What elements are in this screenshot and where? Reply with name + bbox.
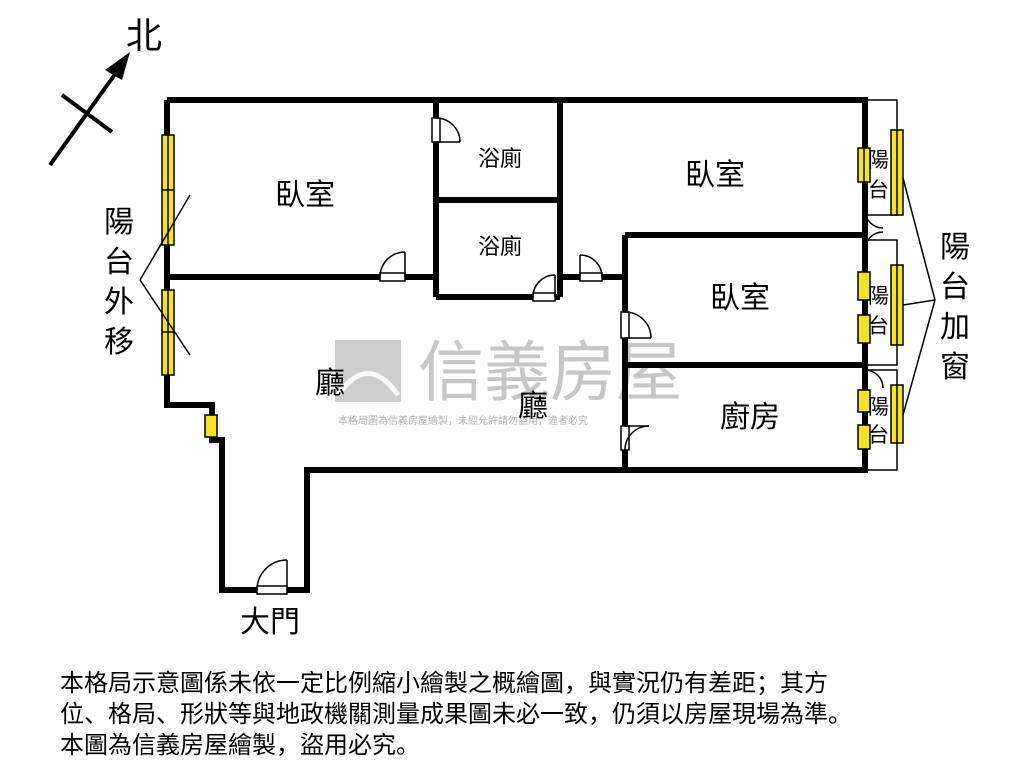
watermark: 信義房屋 本格局圖為信義房屋繪製，未經允許請勿盜用，違者必究: [335, 334, 682, 427]
balcony-middle-char-2: 台: [868, 314, 889, 338]
balcony-lower-char-2: 台: [868, 423, 889, 447]
window-entry: [204, 414, 218, 438]
room-bathroom-lower: 浴廁: [478, 235, 522, 260]
note-moved-out-char-3: 外: [104, 285, 134, 320]
window-left-bottom: [161, 289, 175, 376]
disclaimer-line-1: 本格局示意圖係未依一定比例縮小繪製之概繪圖，與實況仍有差距；其方: [60, 669, 828, 697]
main-door-label: 大門: [240, 605, 300, 640]
note-moved-out-char-1: 陽: [104, 205, 134, 240]
window-balcony-inner-1: [857, 147, 871, 183]
balcony-lower-char-1: 陽: [868, 395, 889, 419]
note-added-window-char-2: 台: [940, 270, 970, 305]
note-added-window-char-3: 加: [940, 310, 970, 345]
balcony-upper-char-1: 陽: [868, 148, 889, 172]
window-balcony-outer-3: [890, 384, 904, 444]
room-bedroom-middle-right: 臥室: [710, 281, 770, 316]
windows: [161, 129, 904, 450]
watermark-brand: 信義房屋: [418, 334, 682, 411]
room-living-left: 廳: [315, 366, 345, 401]
annotation-lines: [139, 177, 936, 416]
note-added-window-char-4: 窗: [940, 350, 970, 385]
door-icon: [532, 274, 556, 302]
note-added-window-char-1: 陽: [940, 230, 970, 265]
disclaimer-line-3: 本圖為信義房屋繪製，盜用必究。: [60, 731, 420, 759]
room-bathroom-upper: 浴廁: [478, 147, 522, 172]
room-bedroom-top-left: 臥室: [275, 178, 335, 213]
north-label: 北: [126, 16, 162, 57]
window-balcony-outer-2: [890, 264, 904, 346]
disclaimer-line-2: 位、格局、形狀等與地政機關測量成果圖未必一致，仍須以房屋現場為準。: [60, 700, 852, 728]
door-icon: [620, 425, 650, 451]
disclaimer: 本格局示意圖係未依一定比例縮小繪製之概繪圖，與實況仍有差距；其方 位、格局、形狀…: [60, 668, 1000, 761]
window-balcony-inner-3: [857, 389, 871, 450]
door-icon: [579, 254, 603, 282]
balcony-middle-char-1: 陽: [868, 284, 889, 308]
room-bedroom-top-right: 臥室: [685, 158, 745, 193]
room-living-center: 廳: [518, 389, 548, 424]
room-kitchen: 廚房: [720, 400, 780, 435]
note-moved-out-char-4: 移: [104, 325, 134, 360]
floor-plan: 信義房屋 本格局圖為信義房屋繪製，未經允許請勿盜用，違者必究 北: [48, 16, 970, 640]
balcony-upper-char-2: 台: [868, 178, 889, 202]
window-left-top: [161, 134, 175, 246]
window-balcony-inner-2: [857, 271, 871, 344]
north-arrow-icon: [48, 52, 130, 167]
note-moved-out-char-2: 台: [104, 245, 134, 280]
door-icon: [256, 559, 288, 595]
door-icon: [431, 117, 461, 143]
window-balcony-outer-1: [890, 129, 904, 216]
watermark-notice: 本格局圖為信義房屋繪製，未經允許請勿盜用，違者必究: [338, 414, 588, 427]
doors: [256, 117, 884, 595]
door-icon: [620, 311, 652, 339]
walls: [164, 97, 868, 593]
door-icon: [379, 251, 406, 282]
